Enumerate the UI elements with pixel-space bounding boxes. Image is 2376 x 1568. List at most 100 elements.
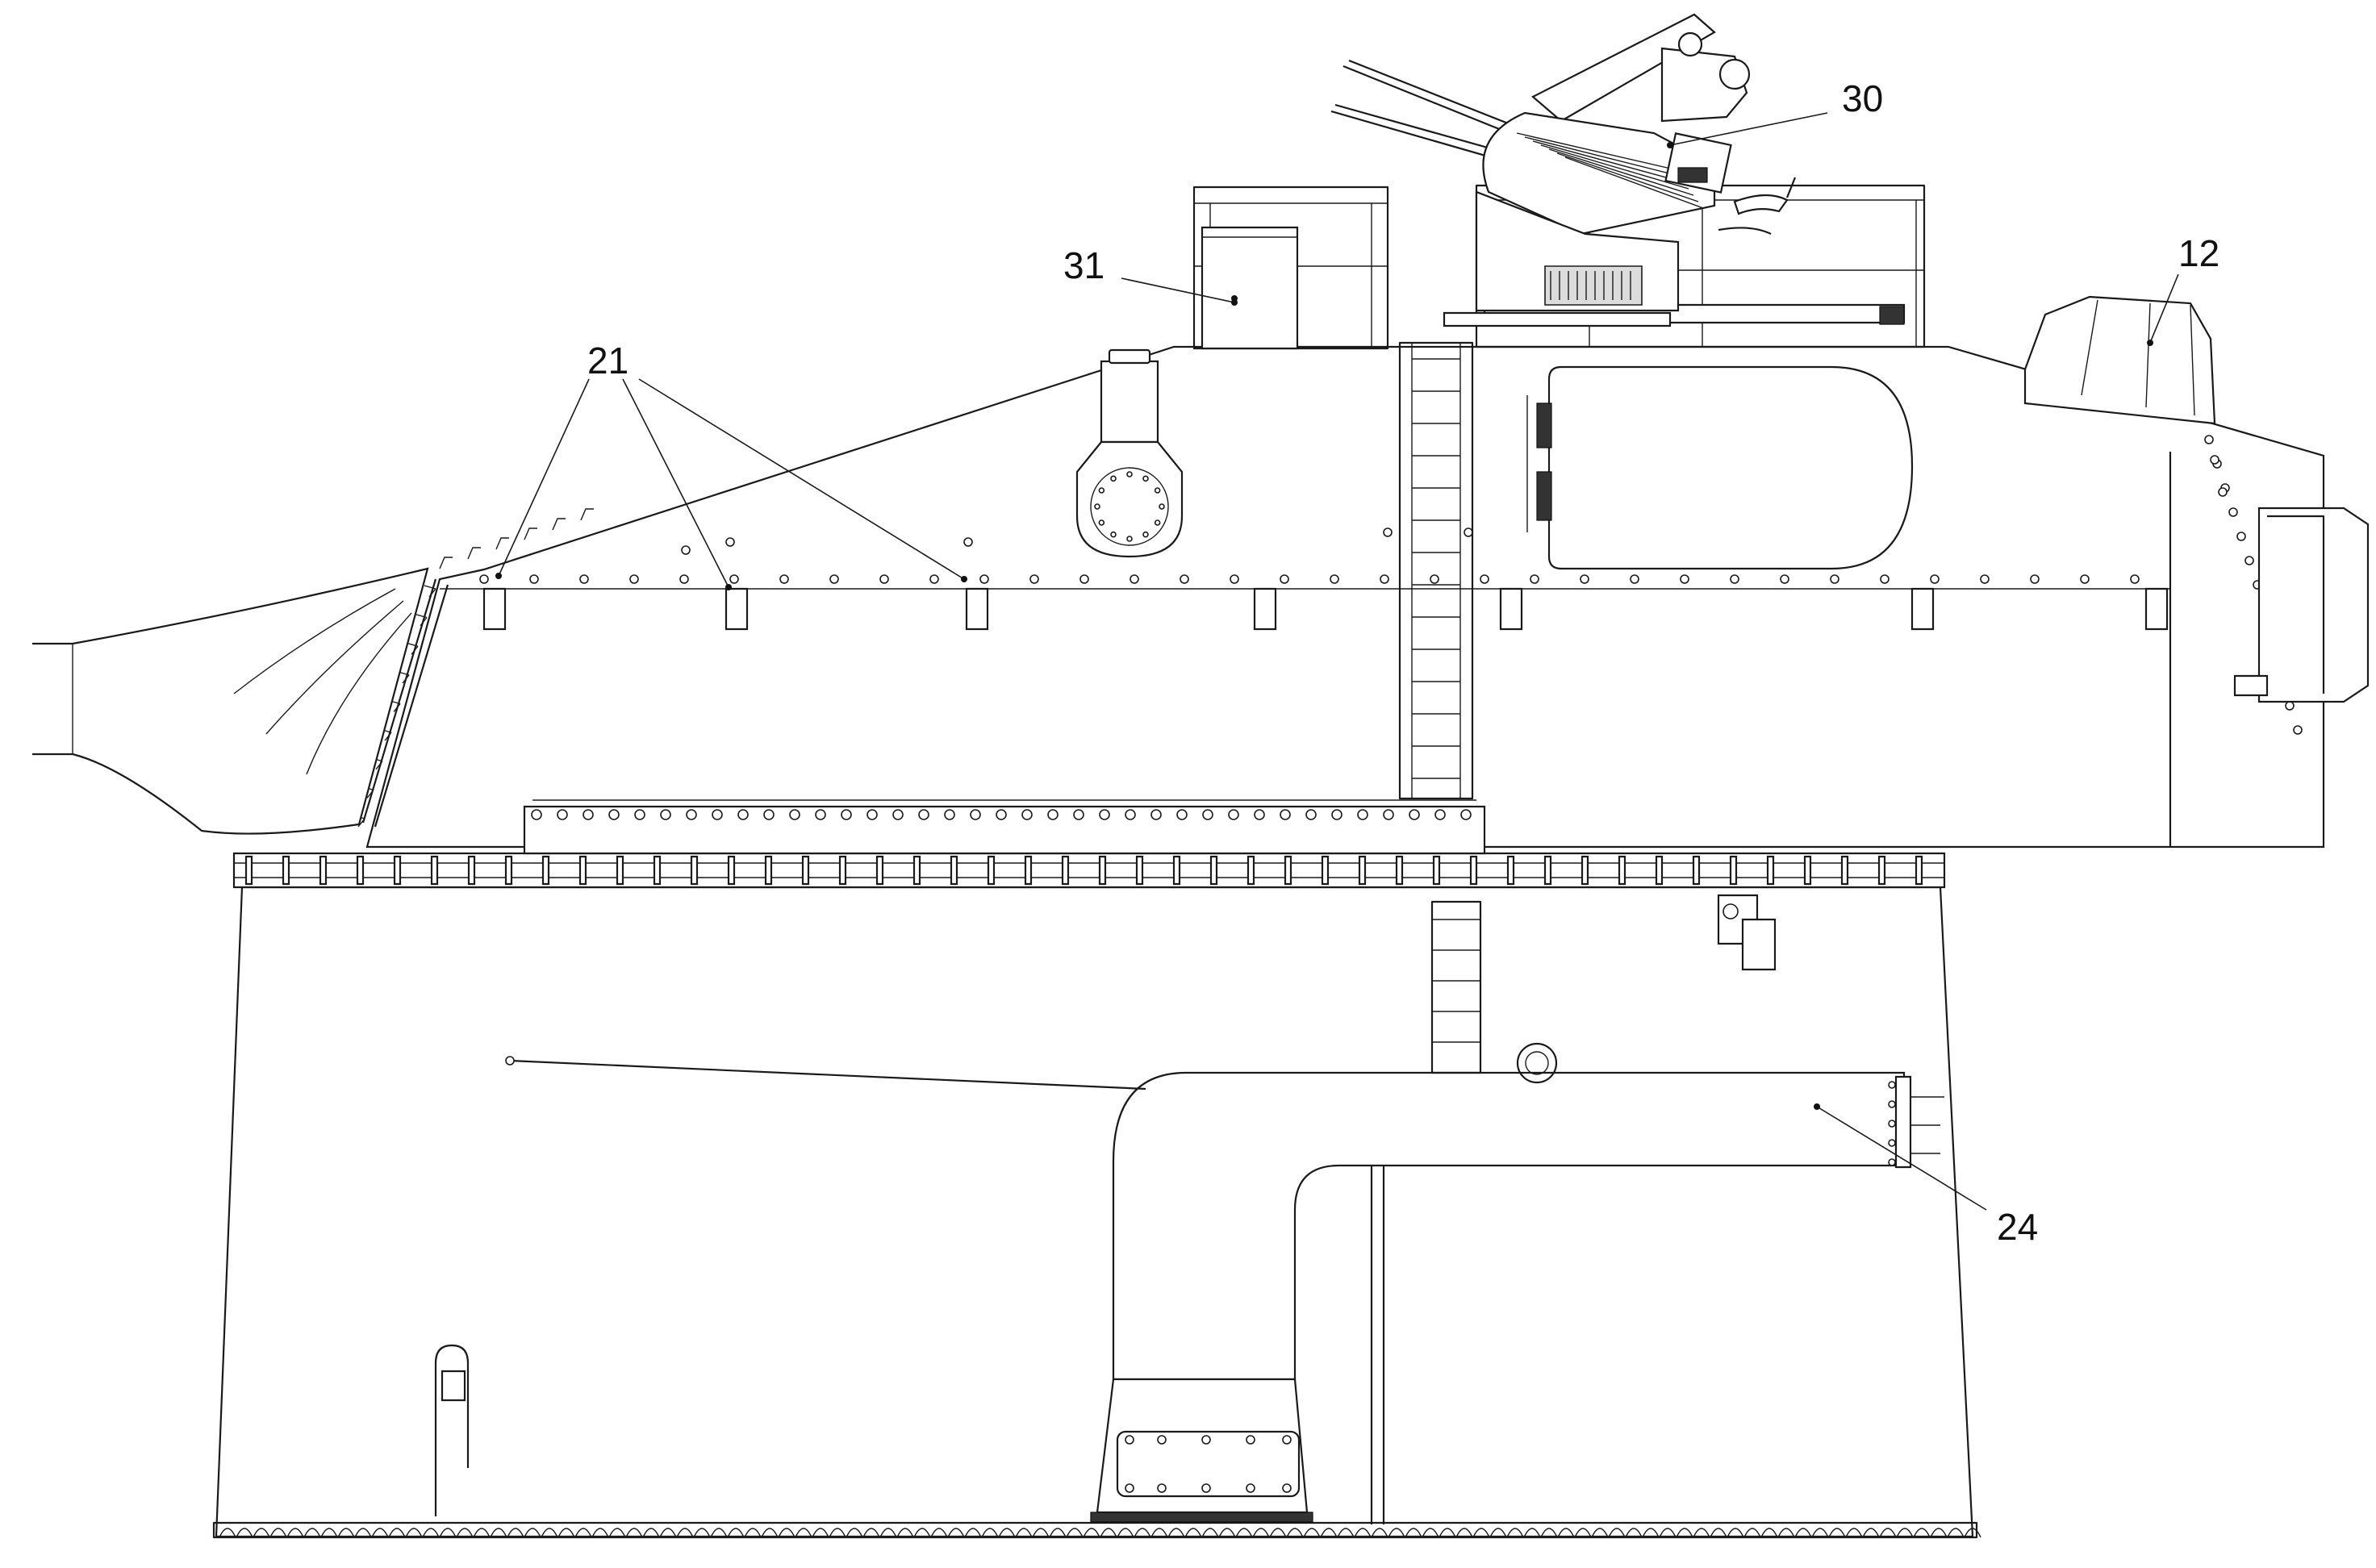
side-stiffener <box>1912 589 1933 629</box>
flange-bracket <box>1248 857 1254 884</box>
roof-rivet <box>880 575 888 583</box>
cradle-line <box>1549 149 1693 195</box>
scallop <box>1795 1528 1811 1537</box>
scallop <box>1812 1528 1828 1537</box>
scallop <box>812 1528 829 1537</box>
scallop <box>1388 1528 1405 1537</box>
scallop <box>1541 1528 1557 1537</box>
plinth-rivet <box>919 810 929 819</box>
scallop <box>1592 1528 1608 1537</box>
scallop <box>1084 1528 1100 1537</box>
front-hook <box>581 509 594 520</box>
scallop <box>236 1528 253 1537</box>
duct-bolt <box>1889 1101 1895 1107</box>
scallop <box>1931 1528 1947 1537</box>
scallop <box>660 1528 676 1537</box>
scallop <box>1253 1528 1269 1537</box>
cover-bolt <box>1246 1484 1255 1492</box>
plinth-rivet <box>1125 810 1135 819</box>
plinth-rivet <box>1358 810 1368 819</box>
scallop <box>457 1528 473 1537</box>
cover-bolt <box>1202 1436 1210 1444</box>
cradle-detail <box>1517 133 1703 208</box>
lower-ladder-rungs <box>1432 920 1480 1042</box>
side-stiffener <box>2146 589 2167 629</box>
scallop <box>219 1528 236 1537</box>
roof-rivet <box>1384 528 1392 536</box>
scallop <box>982 1528 998 1537</box>
roof-rivet <box>1631 575 1639 583</box>
plinth-rivet <box>996 810 1006 819</box>
duct-bolt <box>1889 1120 1895 1127</box>
flange-bracket <box>951 857 957 884</box>
roof-rivet <box>1330 575 1338 583</box>
scallop <box>287 1528 303 1537</box>
scallop <box>1321 1528 1337 1537</box>
scallop <box>711 1528 727 1537</box>
scallop <box>1134 1528 1150 1537</box>
plinth-rivet <box>1409 810 1419 819</box>
flange-bracket <box>1434 857 1439 884</box>
plinth-rivet <box>971 810 980 819</box>
leader-lines <box>495 113 2178 1210</box>
scallop <box>1897 1528 1913 1537</box>
scallop <box>1100 1528 1117 1537</box>
callout-21: 21 <box>587 340 628 382</box>
plinth-rivet <box>867 810 877 819</box>
flange-bracket <box>1805 857 1810 884</box>
scallop <box>1507 1528 1523 1537</box>
scallop <box>304 1528 320 1537</box>
flange-bracket <box>654 857 660 884</box>
plinth-rivet <box>583 810 593 819</box>
flange-bracket <box>1025 857 1031 884</box>
side-stiffeners <box>484 589 2167 629</box>
scallop <box>1067 1528 1083 1537</box>
callout-30: 30 <box>1842 77 1883 119</box>
blast-bag <box>32 569 428 834</box>
flange-bracket <box>729 857 734 884</box>
front-hook <box>424 586 436 597</box>
plinth-rivet <box>557 810 567 819</box>
flange-bracket <box>691 857 697 884</box>
plinth-rivet <box>841 810 851 819</box>
scallop <box>1609 1528 1625 1537</box>
roof-rivet <box>1581 575 1589 583</box>
scallop <box>524 1528 541 1537</box>
plinth-rivet <box>1100 810 1109 819</box>
flange-brackets <box>246 857 1922 884</box>
ready-use-locker <box>1202 227 1297 348</box>
flange-bracket <box>1285 857 1291 884</box>
scallop <box>795 1528 812 1537</box>
vent-bolt <box>1099 488 1104 493</box>
flange-bracket <box>803 857 808 884</box>
twin-aa-gun-mount <box>1331 15 1795 326</box>
flange-bracket <box>1100 857 1105 884</box>
plinth-rivet <box>945 810 954 819</box>
flange-bracket <box>246 857 252 884</box>
roof-rivet <box>1681 575 1689 583</box>
scallop <box>253 1528 269 1537</box>
scallop <box>423 1528 439 1537</box>
cradle-line <box>1565 157 1703 208</box>
vent-bolt <box>1111 476 1116 481</box>
flange-bracket <box>320 857 326 884</box>
ladder-rungs <box>1412 359 1460 778</box>
cradle-line <box>1541 145 1689 189</box>
scallop <box>1456 1528 1472 1537</box>
cover-bolt <box>1283 1484 1291 1492</box>
flange-bracket <box>357 857 363 884</box>
scallop <box>1236 1528 1252 1537</box>
vent-bolt <box>1155 488 1160 493</box>
roof-rivet <box>1130 575 1138 583</box>
scallop <box>745 1528 761 1537</box>
scallop <box>677 1528 693 1537</box>
scallop <box>440 1528 456 1537</box>
vent-bolt <box>1127 536 1132 541</box>
roof-rivet <box>980 575 988 583</box>
scallop <box>474 1528 490 1537</box>
scallop <box>1761 1528 1777 1537</box>
side-stiffener <box>726 589 747 629</box>
roof-vent-flange <box>1077 350 1182 557</box>
plinth-rivet <box>1306 810 1316 819</box>
flange-bracket <box>432 857 437 884</box>
